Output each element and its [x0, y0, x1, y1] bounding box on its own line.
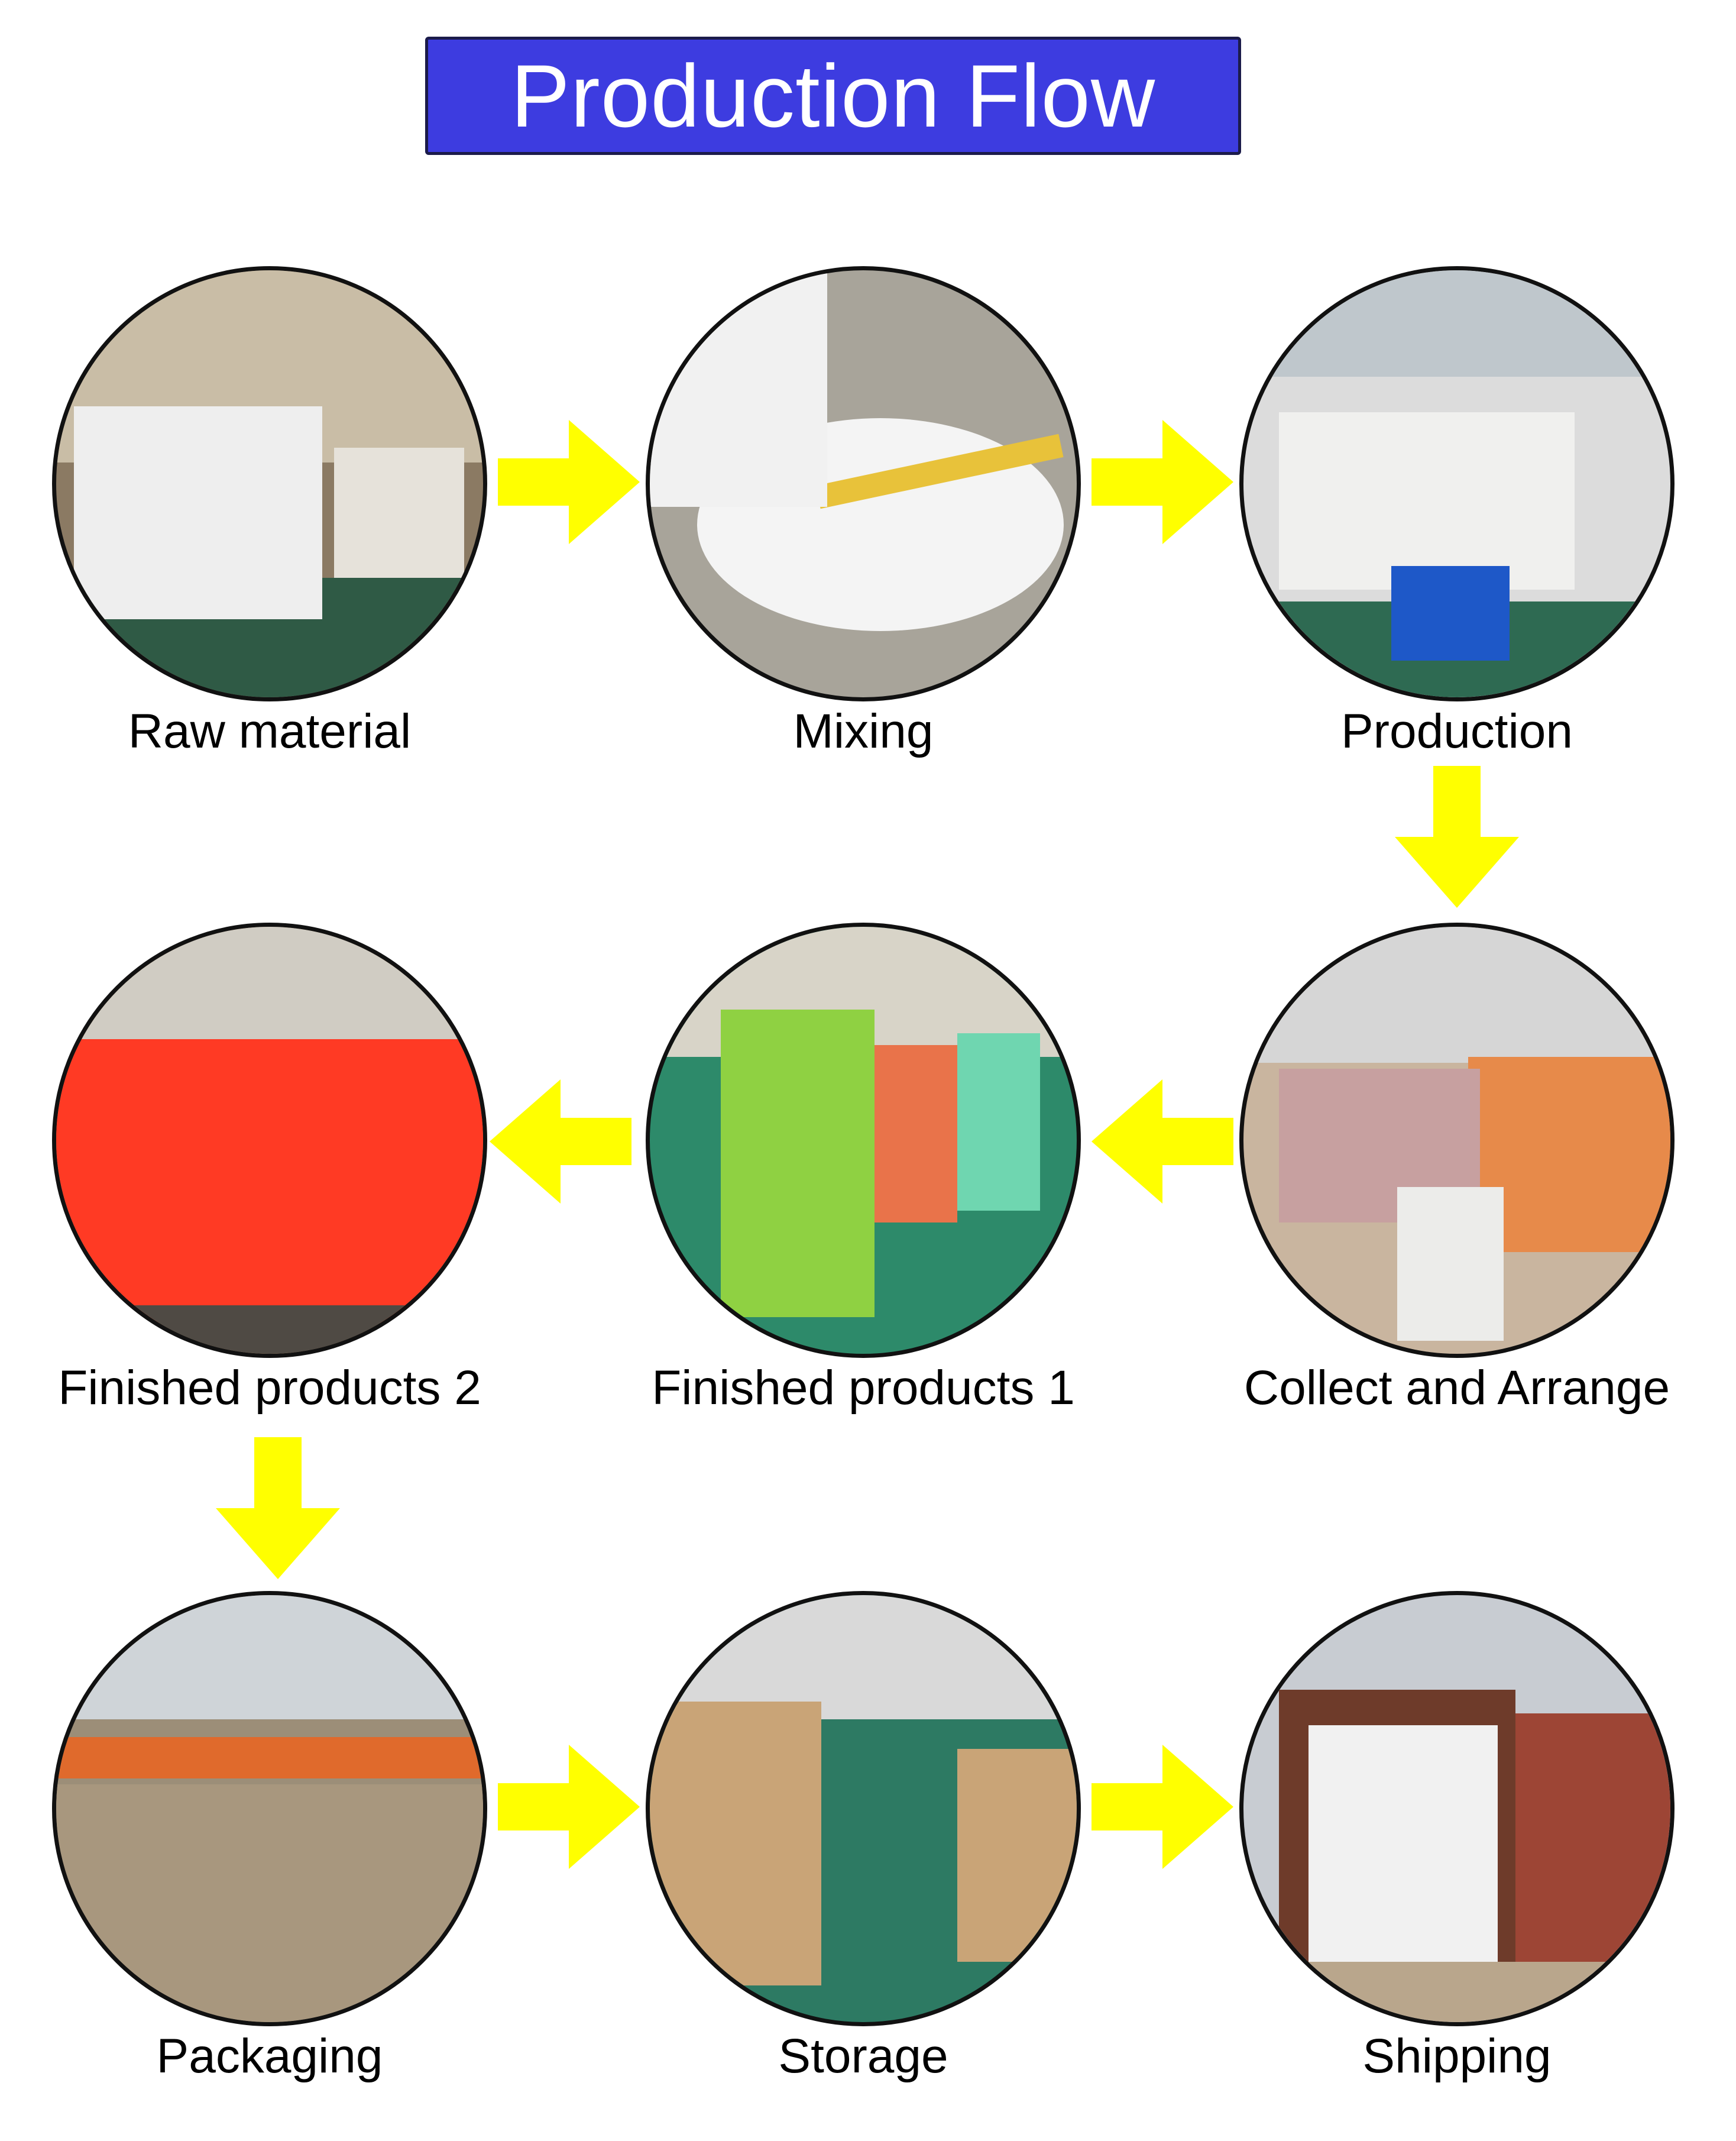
- step-label: Mixing: [793, 704, 934, 758]
- step-label: Storage: [778, 2029, 948, 2083]
- step-label: Production: [1340, 704, 1573, 758]
- finished-products-1-photo: [646, 923, 1081, 1358]
- mixing-photo: [646, 266, 1081, 701]
- step-label: Shipping: [1362, 2029, 1552, 2083]
- arrow-left-icon: [490, 1070, 631, 1212]
- arrow-right-icon: [1092, 1736, 1233, 1878]
- step-label: Packaging: [156, 2029, 383, 2083]
- production-photo: [1239, 266, 1675, 701]
- arrow-left-icon: [1092, 1070, 1233, 1212]
- storage-photo: [646, 1591, 1081, 2026]
- arrow-down-icon: [1386, 766, 1528, 908]
- page-title: Production Flow: [425, 37, 1241, 155]
- arrow-right-icon: [1092, 411, 1233, 553]
- step-label: Finished products 2: [58, 1361, 481, 1415]
- step-label: Collect and Arrange: [1243, 1361, 1670, 1415]
- finished-products-2-photo: [52, 923, 487, 1358]
- arrow-down-icon: [207, 1437, 349, 1579]
- raw-material-photo: [52, 266, 487, 701]
- arrow-right-icon: [498, 1736, 640, 1878]
- arrow-right-icon: [498, 411, 640, 553]
- shipping-photo: [1239, 1591, 1675, 2026]
- step-label: Finished products 1: [652, 1361, 1075, 1415]
- step-label: Raw material: [128, 704, 412, 758]
- collect-and-arrange-photo: [1239, 923, 1675, 1358]
- packaging-photo: [52, 1591, 487, 2026]
